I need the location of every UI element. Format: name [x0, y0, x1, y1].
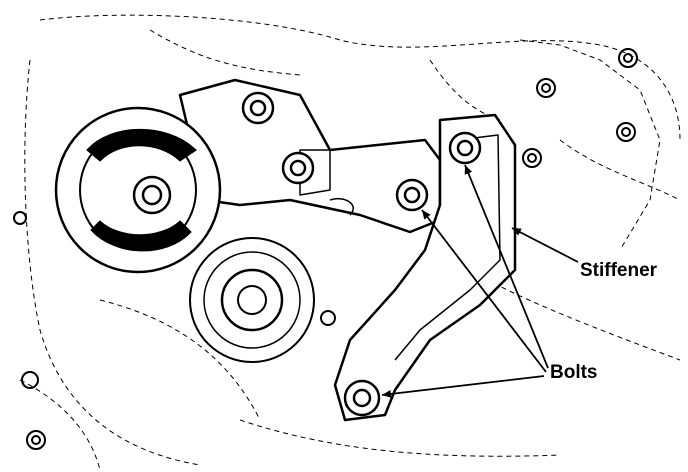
stiffener-bolts: [343, 131, 482, 417]
block-bolt-6: [21, 371, 39, 389]
block-bolt-5: [13, 211, 27, 225]
gear-pulley: [189, 237, 315, 363]
bolt-arrow-top: [464, 164, 549, 369]
bolts-label: Bolts: [550, 362, 598, 383]
stiffener-bolt-bottom: [343, 379, 381, 417]
stiffener-bolt-top: [448, 131, 482, 165]
callout-arrows: [381, 164, 579, 398]
block-bolt-3: [536, 78, 556, 98]
block-bolt-8: [320, 310, 336, 326]
mount-insulator: [54, 106, 222, 274]
bracket-bolt-lower: [281, 151, 315, 185]
stiffener-part: [333, 113, 517, 422]
stiffener-arrow: [511, 227, 579, 263]
block-bolt-2: [616, 122, 636, 142]
block-bolt-7: [26, 430, 46, 450]
stiffener-label: Stiffener: [580, 260, 658, 281]
block-bolt-4: [522, 148, 542, 168]
bracket-bolt-upper: [241, 91, 275, 125]
block-fasteners: [13, 48, 638, 450]
bracket-bolts: [241, 91, 315, 185]
bolt-arrow-bottom: [381, 375, 545, 398]
bolt-arrow-middle: [421, 209, 547, 373]
stiffener-bolt-middle: [395, 178, 429, 212]
block-bolt-1: [618, 48, 638, 68]
